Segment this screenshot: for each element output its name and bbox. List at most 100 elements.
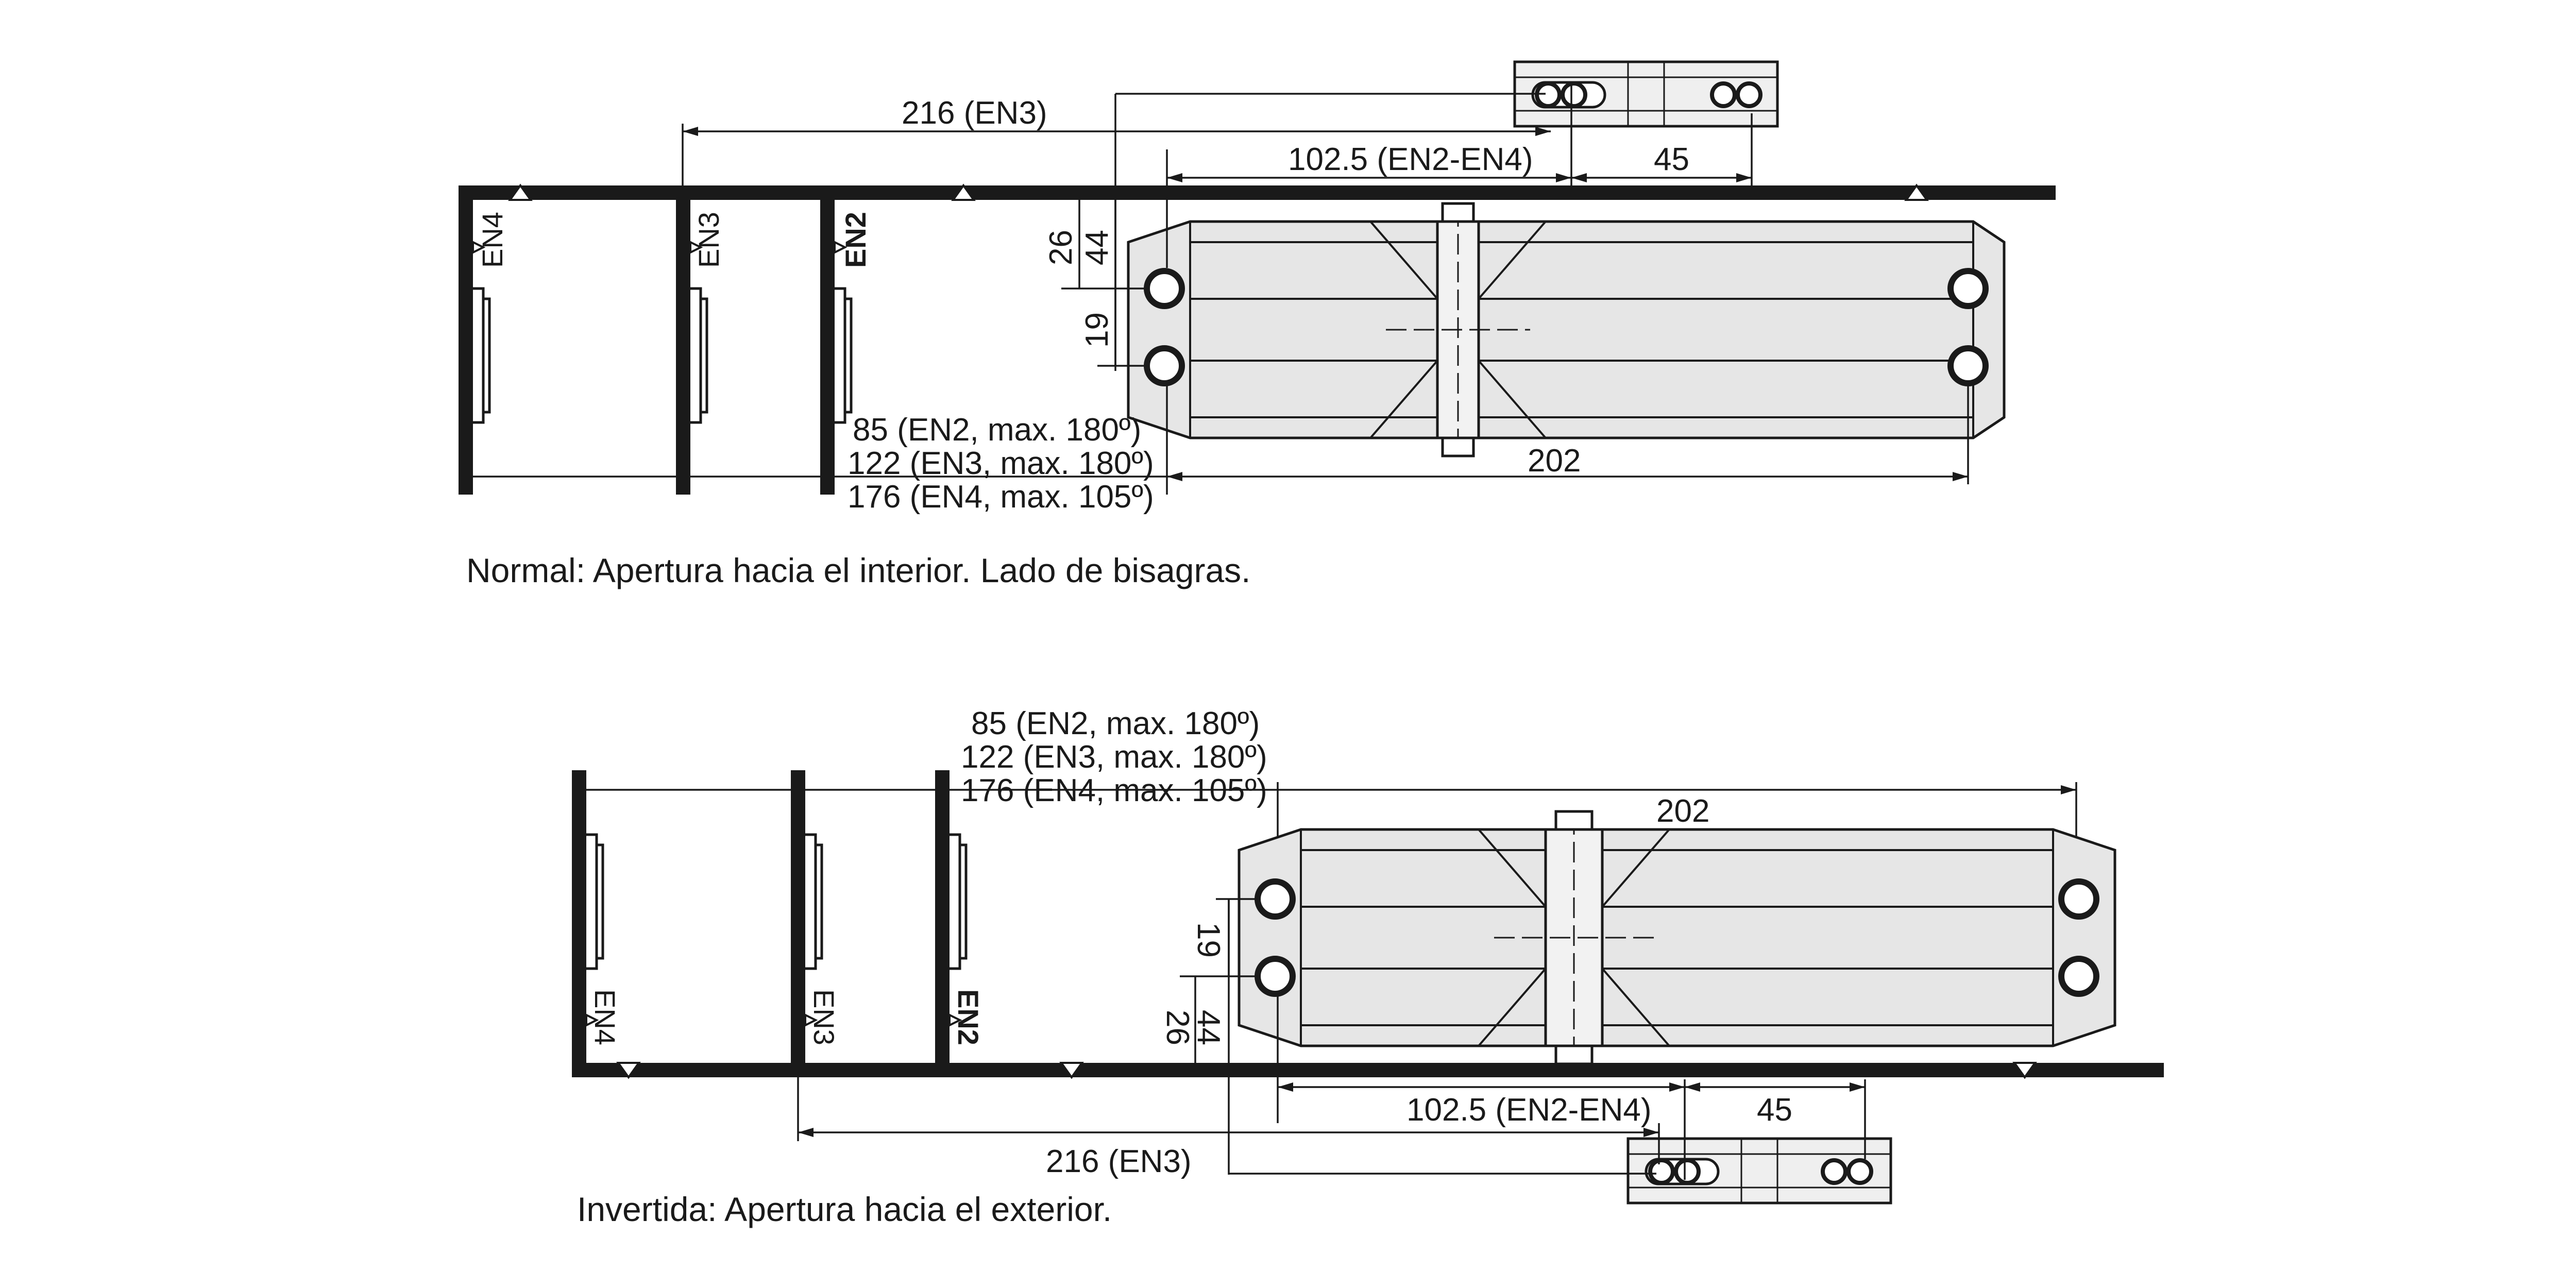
dim-text-202: 202: [1528, 443, 1581, 479]
mounting-hole: [2058, 956, 2099, 997]
dim-text-26: 26: [1160, 1010, 1195, 1045]
closer-diagonal: [1601, 968, 1670, 1047]
label-en3: EN3: [692, 212, 725, 268]
dim-text-45: 45: [1757, 1092, 1792, 1128]
label-en3: EN3: [808, 989, 840, 1045]
pinion-cap: [1554, 1044, 1594, 1065]
caption-normal: Normal: Apertura hacia el interior. Lado…: [466, 551, 1251, 589]
label-en2: EN2: [952, 989, 985, 1045]
bracket-hole: [1674, 1158, 1701, 1185]
dim-text-1025: 102.5 (EN2-EN4): [1406, 1092, 1652, 1128]
hinge-en3: [805, 833, 823, 970]
door-leaf-en2: [935, 770, 950, 1077]
hinge-en4: [473, 287, 491, 424]
dim-arrow: [1736, 173, 1752, 182]
closer-diagonal: [1478, 968, 1547, 1047]
bracket-hole: [1846, 1158, 1873, 1185]
mounting-hole: [2058, 878, 2099, 920]
dim-arrow: [2061, 785, 2076, 794]
dim-text-44: 44: [1191, 1010, 1226, 1045]
closer-diagonal: [1369, 221, 1438, 300]
frame-marker: [2012, 1062, 2037, 1079]
dim-text-19: 19: [1079, 312, 1115, 348]
dim-text-122: 122 (EN3, max. 180º): [848, 446, 1154, 481]
closer-diagonal: [1478, 221, 1547, 300]
frame-marker: [951, 183, 976, 201]
bracket-hole: [1821, 1158, 1848, 1185]
frame-marker: [1904, 183, 1929, 201]
door-leaf-en3: [791, 770, 805, 1077]
dim-arrow: [1167, 472, 1182, 481]
mounting-hole: [1255, 956, 1296, 997]
frame-marker: [1059, 1062, 1084, 1079]
dim-arrow: [1669, 1082, 1685, 1092]
door-closer-body: [1238, 828, 2116, 1047]
closer-diagonal: [1478, 360, 1547, 439]
dim-text-216: 216 (EN3): [1046, 1144, 1192, 1179]
mounting-hole: [1144, 345, 1185, 386]
label-en2: EN2: [839, 212, 872, 268]
dim-arrow: [1556, 173, 1571, 182]
mounting-hole: [1947, 345, 1989, 386]
closer-diagonal: [1601, 828, 1670, 908]
dim-text-122: 122 (EN3, max. 180º): [961, 739, 1267, 775]
caption-invertida: Invertida: Apertura hacia el exterior.: [577, 1190, 1112, 1228]
dim-arrow: [798, 1128, 814, 1137]
label-en4: EN4: [589, 989, 621, 1045]
dim-arrow: [1953, 472, 1968, 481]
dim-text-85: 85 (EN2, max. 180º): [853, 412, 1141, 448]
leaf-marker: [948, 1013, 962, 1027]
normal-installation: EN4 EN3 EN2: [459, 60, 2056, 589]
bracket-hole: [1710, 81, 1737, 108]
bracket-hole: [1648, 1158, 1675, 1185]
pinion-cap: [1554, 810, 1594, 831]
bracket-hole: [1535, 81, 1562, 108]
hinge-en3: [690, 287, 708, 424]
dim-arrow: [683, 127, 698, 136]
door-leaf-en4: [572, 770, 586, 1077]
leaf-marker: [834, 240, 848, 255]
dim-arrow: [1535, 127, 1551, 136]
dim-text-202: 202: [1656, 793, 1709, 829]
hinge-en2: [835, 287, 853, 424]
frame-bar: [572, 1063, 2164, 1077]
frame-marker: [508, 183, 533, 201]
leaf-marker: [585, 1013, 599, 1027]
dim-arrow: [1571, 173, 1587, 182]
dim-arrow: [1167, 173, 1182, 182]
door-closer-body: [1127, 220, 2006, 439]
pinion-cap: [1441, 436, 1475, 457]
dim-arrow: [1643, 1128, 1659, 1137]
hinge-en2: [950, 833, 968, 970]
bracket-hole: [1736, 81, 1762, 108]
mounting-hole: [1947, 268, 1989, 309]
dim-text-1025: 102.5 (EN2-EN4): [1288, 142, 1533, 177]
dim-text-85: 85 (EN2, max. 180º): [971, 706, 1260, 741]
dim-text-216: 216 (EN3): [902, 95, 1047, 131]
leaf-marker: [804, 1013, 818, 1027]
closer-diagonal: [1478, 828, 1547, 908]
frame-bar: [459, 185, 2056, 200]
dim-text-176: 176 (EN4, max. 105º): [848, 479, 1154, 515]
door-leaf-en4: [459, 185, 473, 495]
hinge-en4: [586, 833, 604, 970]
dim-text-44: 44: [1079, 230, 1115, 265]
mounting-hole: [1255, 878, 1296, 920]
dim-text-176: 176 (EN4, max. 105º): [961, 773, 1267, 808]
label-en4: EN4: [476, 212, 509, 268]
dim-text-45: 45: [1654, 142, 1689, 177]
mounting-hole: [1144, 268, 1185, 309]
bracket-hole: [1561, 81, 1587, 108]
pinion-cap: [1441, 202, 1475, 223]
leaf-marker: [689, 240, 703, 255]
dim-arrow: [1685, 1082, 1700, 1092]
closer-diagonal: [1369, 360, 1438, 439]
dim-text-19: 19: [1191, 922, 1226, 958]
dim-text-26: 26: [1043, 230, 1079, 265]
door-leaf-en3: [676, 185, 690, 495]
dim-arrow: [1850, 1082, 1865, 1092]
door-leaf-en2: [820, 185, 835, 495]
leaf-marker: [472, 240, 486, 255]
frame-marker: [616, 1062, 641, 1079]
